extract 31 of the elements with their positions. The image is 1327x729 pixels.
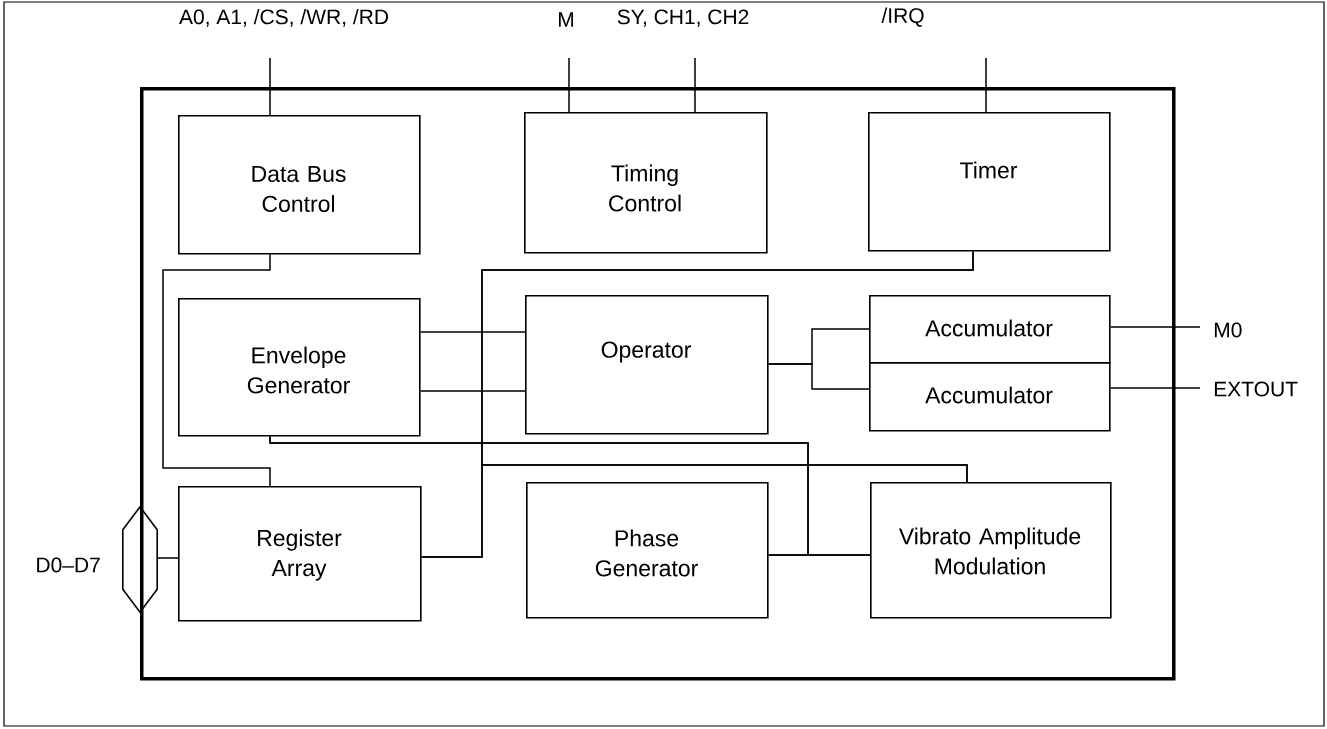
block-box: Register Array xyxy=(178,486,422,622)
connector-line xyxy=(568,57,570,113)
block-box: Phase Generator xyxy=(526,482,769,619)
connector-line xyxy=(985,57,987,113)
pin-label: M0 xyxy=(1214,322,1242,338)
connector-line xyxy=(269,57,271,116)
connector-line xyxy=(419,331,526,333)
block-box: Vibrato Amplitude Modulation xyxy=(870,482,1112,619)
pin-label: SY, CH1, CH2 xyxy=(617,9,749,27)
connector-line xyxy=(419,390,526,392)
connector-line xyxy=(156,557,179,559)
connector-line xyxy=(1109,387,1201,389)
pin-label: M xyxy=(559,12,574,27)
block-box: Accumulator xyxy=(869,362,1111,432)
block-box: Timer xyxy=(868,112,1111,252)
pin-label: A0, A1, /CS, /WR, /RD xyxy=(179,8,388,27)
block-box: Envelope Generator xyxy=(178,298,421,437)
connector-line xyxy=(1109,326,1201,328)
block-box: Timing Control xyxy=(524,112,768,254)
chip-outline xyxy=(140,87,1176,681)
pin-label: /IRQ xyxy=(881,7,924,27)
connector-line xyxy=(694,57,696,113)
connector-line xyxy=(767,363,870,390)
block-box: Accumulator xyxy=(869,295,1111,364)
block-box: Operator xyxy=(525,295,769,435)
connector-line xyxy=(162,253,271,487)
connector-line xyxy=(767,554,871,556)
block-box: Data Bus Control xyxy=(178,115,421,255)
pin-label: EXTOUT xyxy=(1214,381,1298,397)
connector-line xyxy=(481,250,974,483)
bus-label: D0–D7 xyxy=(37,557,100,573)
